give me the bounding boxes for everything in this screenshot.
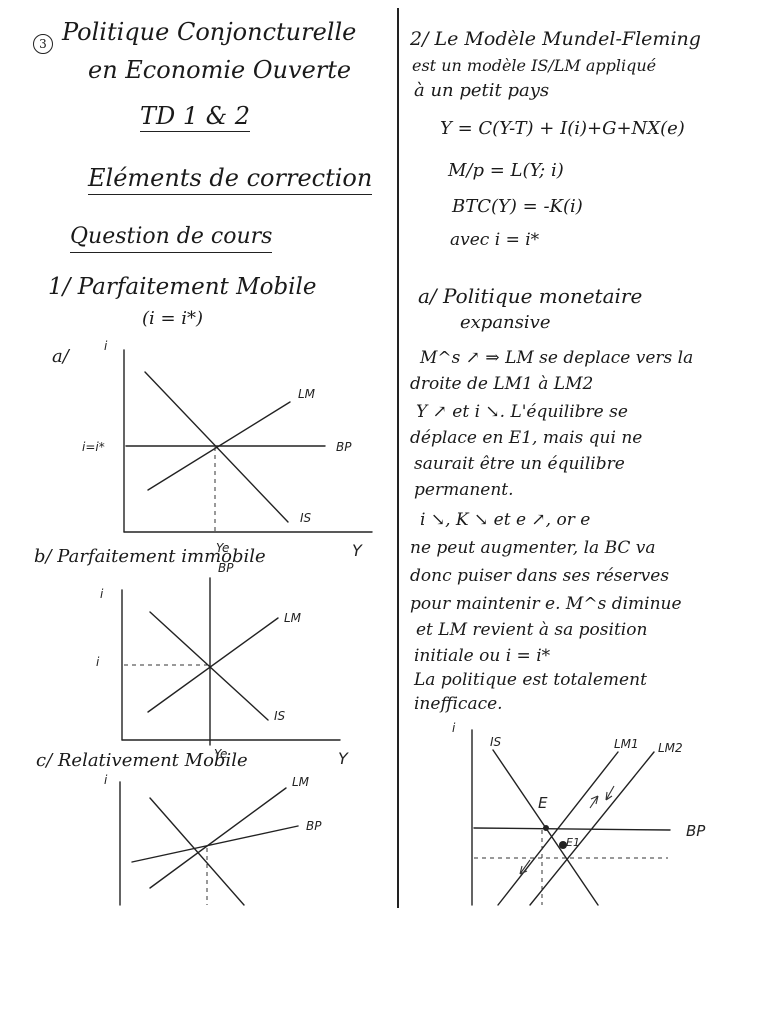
graph-a-ye-label: Ye	[216, 541, 229, 555]
equilibrium-e1-point	[559, 841, 567, 849]
question-heading: Question de cours	[70, 226, 273, 253]
q1-heading: 1/ Parfaitement Mobile	[48, 274, 317, 300]
graph-b-is-label: IS	[274, 709, 286, 723]
graph-d-bp-line	[473, 827, 671, 831]
graph-b-level-label: i	[96, 655, 100, 669]
graph-b-ye-label: Ye	[214, 747, 227, 761]
graph-a-axis-y-label: i	[104, 339, 108, 353]
graph-c: i LM BP	[104, 773, 322, 906]
mf-heading-1: 2/ Le Modèle Mundel-Fleming	[410, 28, 701, 50]
graph-c-axis-y-label: i	[104, 773, 108, 787]
graph-b-bp-label: BP	[218, 561, 234, 575]
graph-a-level-label: i=i*	[82, 440, 105, 454]
para-line: et LM revient à sa position	[416, 620, 648, 640]
equation-is: Y = C(Y-T) + I(i)+G+NX(e)	[440, 118, 685, 139]
para-line: pour maintenir e. M^s diminue	[410, 594, 682, 614]
c-label: c/ Relativement Mobile	[36, 750, 248, 771]
mf-heading-2: est un modèle IS/LM appliqué	[412, 56, 657, 75]
equilibrium-e-point	[543, 825, 549, 831]
graph-c-bp-line	[131, 825, 299, 863]
q1-equation: (i = i*)	[142, 308, 204, 329]
graph-d: i IS LM1 LM2 E E1 BP	[452, 721, 706, 906]
graph-d-lm2-label: LM2	[658, 741, 683, 755]
graph-d-is-label: IS	[490, 735, 502, 749]
graph-d-lm1-label: LM1	[614, 737, 639, 751]
graph-a: i i=i* LM BP IS Ye Y	[82, 339, 373, 560]
para-line: droite de LM1 à LM2	[410, 374, 594, 394]
graph-a-axis-x-label: Y	[352, 541, 363, 560]
sub-a-heading-2: expansive	[460, 312, 551, 333]
title-line-2: en Economie Ouverte	[88, 56, 352, 84]
mf-heading-3: à un petit pays	[414, 80, 550, 101]
return-arrow-icon	[605, 785, 615, 801]
graph-b: i i LM IS Ye BP Y	[96, 561, 349, 768]
graph-c-lm-curve	[149, 787, 287, 889]
para-line: initiale ou i = i*	[414, 646, 551, 666]
down-arrow-icon	[519, 859, 531, 875]
graph-c-bp-label: BP	[306, 819, 322, 833]
para-line: saurait être un équilibre	[414, 454, 625, 474]
graph-a-lm-label: LM	[298, 387, 316, 401]
sub-a-heading-1: a/ Politique monetaire	[418, 284, 643, 308]
para-line: donc puiser dans ses réserves	[410, 566, 670, 586]
b-label: b/ Parfaitement immobile	[34, 546, 266, 567]
para-line: déplace en E1, mais qui ne	[410, 428, 643, 448]
shift-arrow-icon	[589, 795, 599, 809]
para-line: M^s ↗ ⇒ LM se deplace vers la	[420, 348, 694, 368]
para-line: i ↘, K ↘ et e ↗, or e	[420, 510, 591, 530]
graph-b-is-curve	[149, 611, 269, 721]
para-line: inefficace.	[414, 694, 503, 714]
title-line-1: Politique Conjoncturelle	[62, 18, 357, 46]
graph-b-lm-label: LM	[284, 611, 302, 625]
graph-d-e-label: E	[538, 794, 548, 812]
corrections-heading: Eléments de correction	[88, 166, 373, 195]
page-number: 3	[33, 34, 53, 54]
para-line: La politique est totalement	[414, 670, 647, 690]
graph-c-is-curve	[149, 797, 245, 906]
graph-b-axis-y-label: i	[100, 587, 104, 601]
a-label: a/	[52, 346, 69, 367]
graph-d-lm2-curve	[529, 751, 655, 906]
graph-a-is-label: IS	[300, 511, 312, 525]
graph-b-lm-curve	[147, 617, 279, 713]
para-line: permanent.	[414, 480, 514, 500]
td-label: TD 1 & 2	[140, 102, 251, 132]
graph-b-axis-x-label: Y	[338, 749, 349, 768]
para-line: Y ↗ et i ↘. L'équilibre se	[416, 402, 628, 422]
graph-d-e1-label: E1	[566, 836, 580, 849]
column-divider	[397, 8, 399, 908]
graph-a-bp-label: BP	[336, 440, 352, 454]
equation-lm: M/p = L(Y; i)	[448, 160, 564, 181]
equation-bp: BTC(Y) = -K(i)	[452, 196, 583, 217]
graph-d-axis-y-label: i	[452, 721, 456, 735]
para-line: ne peut augmenter, la BC va	[410, 538, 656, 558]
graph-c-lm-label: LM	[292, 775, 310, 789]
graph-d-bp-label: BP	[686, 822, 706, 840]
equation-condition: avec i = i*	[450, 230, 540, 250]
